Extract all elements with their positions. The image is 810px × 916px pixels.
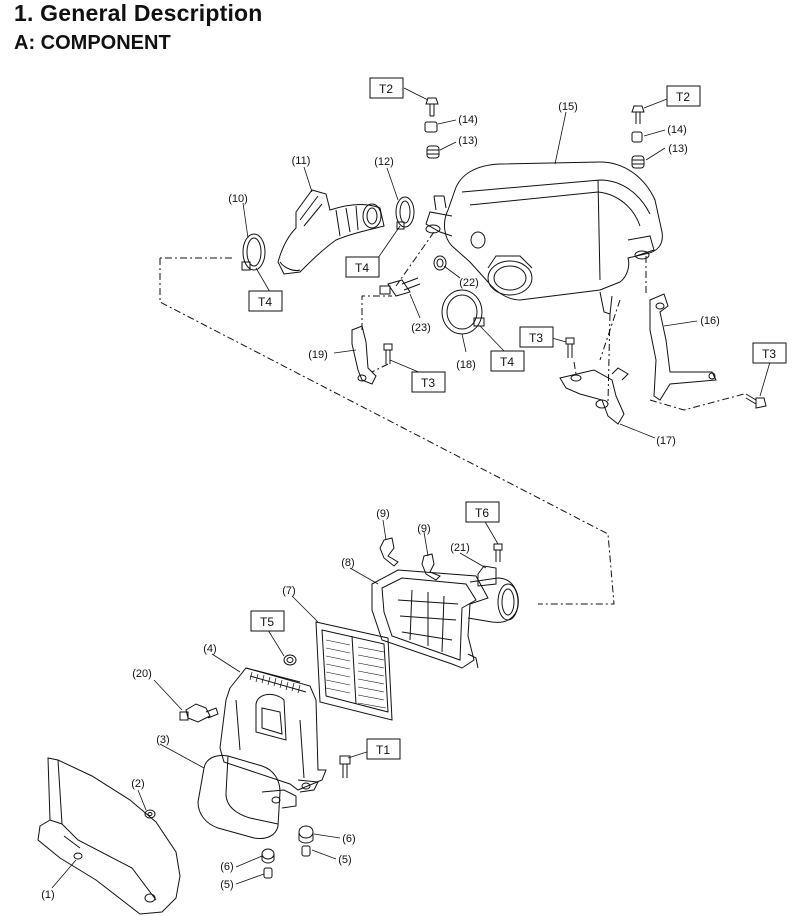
grommet-right — [631, 131, 645, 169]
callout-9: (9) — [376, 508, 389, 520]
callout-10: (10) — [228, 193, 248, 205]
callout-15: (15) — [558, 101, 578, 113]
callout-9: (9) — [417, 523, 430, 535]
callout-17: (17) — [656, 435, 676, 447]
callout-12: (12) — [374, 156, 394, 168]
callout-13: (13) — [668, 143, 688, 155]
air-filter-element — [315, 621, 393, 721]
section-title: 1. General Description — [14, 0, 263, 26]
callout-8: (8) — [341, 557, 354, 569]
callout-22: (22) — [459, 277, 479, 289]
torque-boxes — [248, 77, 787, 760]
callout-14: (14) — [458, 114, 478, 126]
collar-5-right — [301, 845, 311, 857]
grommet-22 — [433, 255, 447, 271]
torque-label-t5: T5 — [260, 615, 274, 629]
callout-20: (20) — [132, 668, 152, 680]
callout-4: (4) — [203, 643, 216, 655]
clamp-18 — [441, 289, 485, 335]
silencer — [197, 755, 319, 839]
torque-label-t2: T2 — [676, 90, 690, 104]
callout-6: (6) — [342, 833, 355, 845]
torque-label-t4: T4 — [258, 295, 272, 309]
sensor-23 — [379, 277, 421, 297]
torque-label-t2: T2 — [379, 82, 393, 96]
torque-label-t6: T6 — [475, 506, 489, 520]
torque-label-t4: T4 — [500, 355, 514, 369]
grommet-6-left — [261, 848, 275, 864]
clamp-12 — [395, 196, 415, 230]
callout-5: (5) — [220, 879, 233, 891]
callout-13: (13) — [458, 135, 478, 147]
callout-3: (3) — [156, 734, 169, 746]
clamp-10 — [241, 233, 266, 271]
torque-label-t4: T4 — [355, 261, 369, 275]
torque-label-t3: T3 — [421, 376, 435, 390]
air-cleaner-lower-case — [219, 667, 327, 791]
callout-19: (19) — [308, 349, 328, 361]
bolt-t2-right — [631, 105, 645, 124]
side-cover — [37, 757, 181, 915]
torque-label-t1: T1 — [376, 743, 390, 757]
guide-lines — [159, 231, 745, 605]
bracket-19 — [351, 325, 377, 385]
bolt-t3-17 — [565, 337, 575, 358]
nut-t5 — [283, 654, 297, 666]
bolt-t1 — [339, 755, 351, 778]
grommet-left — [424, 121, 440, 159]
air-cleaner-upper-case — [371, 565, 519, 669]
callout-6: (6) — [220, 861, 233, 873]
bracket-17 — [559, 367, 629, 425]
screw-t6 — [493, 543, 503, 562]
air-intake-boot — [277, 189, 385, 275]
bracket-16 — [649, 293, 717, 401]
clip-9-left — [379, 537, 399, 567]
air-intake-duct — [425, 161, 663, 315]
collar-5-left — [263, 867, 273, 879]
subsection-title: A: COMPONENT — [14, 32, 171, 54]
bolt-t3-19 — [383, 343, 393, 364]
callout-21: (21) — [450, 542, 470, 554]
callout-14: (14) — [667, 124, 687, 136]
callout-2: (2) — [131, 778, 144, 790]
bolt-t2-left — [425, 97, 439, 117]
bolt-t3-right — [745, 393, 767, 409]
leader-lines — [51, 87, 771, 889]
bolt-2 — [144, 809, 156, 819]
callout-5: (5) — [338, 854, 351, 866]
callout-11: (11) — [292, 155, 311, 167]
callout-18: (18) — [456, 359, 476, 371]
callout-7: (7) — [282, 585, 295, 597]
torque-label-t3: T3 — [762, 347, 776, 361]
torque-label-t3: T3 — [529, 331, 543, 345]
callout-1: (1) — [41, 889, 54, 901]
grommet-6-right — [298, 825, 314, 844]
callout-16: (16) — [700, 315, 720, 327]
clip-9-right — [421, 553, 441, 581]
sensor-20 — [179, 703, 219, 723]
callout-23: (23) — [411, 322, 431, 334]
